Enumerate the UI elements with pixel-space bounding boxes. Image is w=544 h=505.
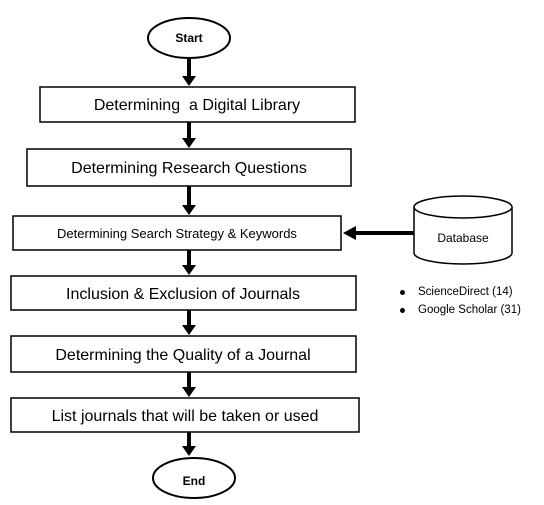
- bullet-icon: [400, 308, 405, 313]
- step-digital-library-label: Determining a Digital Library: [94, 97, 300, 114]
- arrow-step1-to-step2: [182, 122, 196, 148]
- database-cylinder: Database: [413, 195, 513, 265]
- step-inclusion-exclusion: Inclusion & Exclusion of Journals: [10, 275, 357, 311]
- step-journal-quality: Determining the Quality of a Journal: [10, 335, 357, 373]
- end-ellipse: [152, 457, 236, 499]
- start-terminator: Start: [147, 17, 231, 59]
- database-source-item: Google Scholar (31): [396, 301, 521, 319]
- arrow-step4-to-step5: [182, 310, 196, 335]
- step-search-strategy: Determining Search Strategy & Keywords: [12, 215, 342, 251]
- step-list-journals-label: List journals that will be taken or used: [52, 408, 319, 425]
- step-inclusion-exclusion-label: Inclusion & Exclusion of Journals: [66, 286, 300, 303]
- arrow-step3-to-step4: [182, 250, 196, 275]
- step-list-journals: List journals that will be taken or used: [10, 397, 360, 433]
- arrow-step6-to-end: [182, 432, 196, 456]
- database-sources-list: ScienceDirect (14) Google Scholar (31): [396, 283, 521, 319]
- step-digital-library: Determining a Digital Library: [39, 86, 356, 123]
- arrow-database-to-step3: [343, 226, 414, 240]
- database-source-item: ScienceDirect (14): [396, 283, 521, 301]
- step-research-questions: Determining Research Questions: [26, 148, 352, 187]
- database-source-label: Google Scholar (31): [418, 304, 521, 316]
- step-journal-quality-label: Determining the Quality of a Journal: [55, 347, 310, 364]
- step-search-strategy-label: Determining Search Strategy & Keywords: [57, 226, 297, 241]
- bullet-icon: [400, 290, 405, 295]
- start-label: Start: [175, 31, 202, 45]
- database-label: Database: [437, 231, 489, 245]
- step-research-questions-label: Determining Research Questions: [71, 160, 307, 177]
- end-terminator: End: [152, 457, 236, 499]
- arrow-start-to-step1: [182, 58, 196, 86]
- database-source-label: ScienceDirect (14): [418, 286, 513, 298]
- arrow-step2-to-step3: [182, 186, 196, 215]
- arrow-step5-to-step6: [182, 372, 196, 397]
- end-label: End: [183, 474, 206, 488]
